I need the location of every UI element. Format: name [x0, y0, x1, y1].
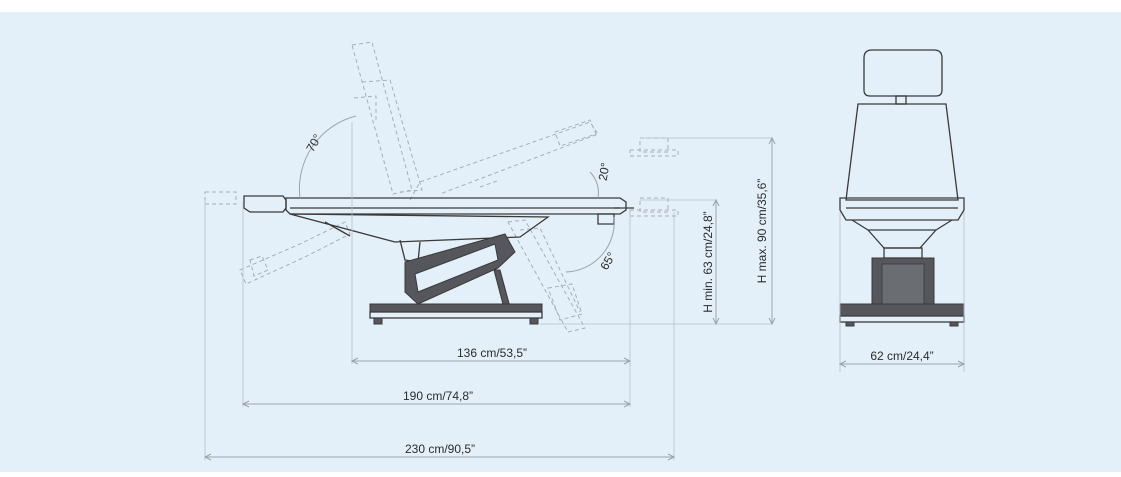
dimension-height-max: H max. 90 cm/35,6” [755, 136, 776, 326]
front-seat [839, 197, 965, 221]
front-view: 62 cm/24,4” [838, 49, 966, 372]
dimension-label-width: 62 cm/24,4” [870, 349, 933, 363]
ghost-footpieces [629, 137, 679, 217]
chair-base [369, 303, 543, 325]
lift-mechanism [399, 233, 516, 309]
front-headrest [863, 49, 943, 97]
dimension-width: 62 cm/24,4” [838, 349, 966, 368]
dimension-136: 136 cm/53,5” [350, 346, 632, 365]
ghost-legrest-dropped [507, 219, 586, 333]
extension-lines [204, 122, 772, 460]
dimension-label-230: 230 cm/90,5” [405, 442, 475, 456]
dimension-label-height-max: H max. 90 cm/35,6” [755, 179, 769, 284]
angle-arcs [298, 115, 615, 273]
dimension-label-height-min: H min. 63 cm/24,8” [701, 211, 715, 312]
side-view: 70° 20° 65° 136 cm/53,5” 190 cm/74,8” [203, 41, 776, 461]
treatment-chair-diagram: 70° 20° 65° 136 cm/53,5” 190 cm/74,8” [0, 12, 1121, 472]
front-backrest [845, 103, 959, 201]
diagram-panel: 70° 20° 65° 136 cm/53,5” 190 cm/74,8” [0, 12, 1121, 472]
ghost-backrest-raised [351, 41, 423, 195]
dimension-230: 230 cm/90,5” [203, 442, 676, 461]
angle-label-leg-raise: 20° [596, 161, 613, 181]
front-base [839, 303, 965, 317]
dimension-height-min: H min. 63 cm/24,8” [701, 198, 720, 326]
dimension-190: 190 cm/74,8” [241, 389, 632, 408]
diagram-background [0, 12, 1121, 472]
dimension-label-190: 190 cm/74,8” [403, 389, 473, 403]
dimension-label-136: 136 cm/53,5” [457, 346, 527, 360]
ghost-legrest-raised [409, 119, 599, 201]
